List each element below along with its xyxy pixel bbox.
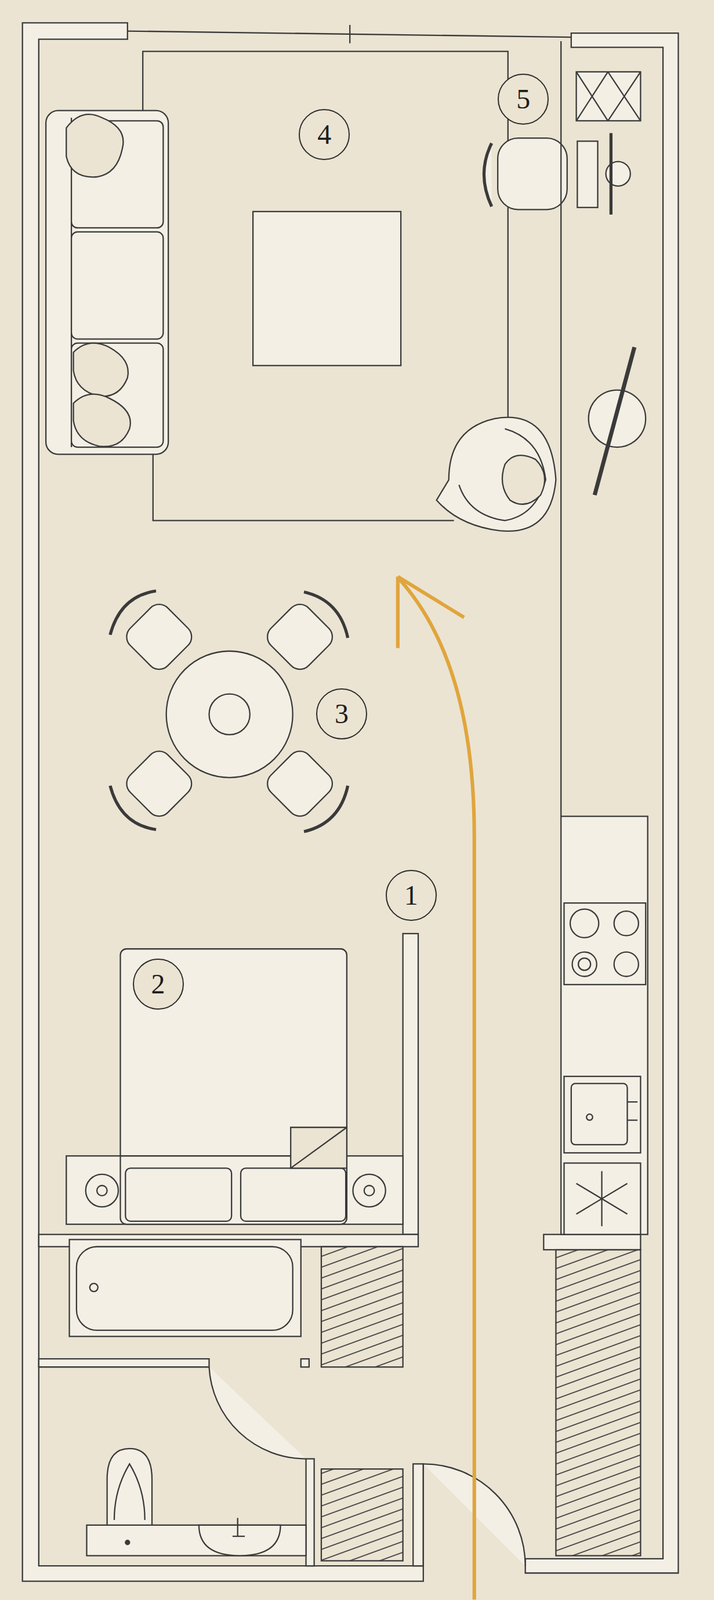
walls — [22, 22, 679, 1582]
callout-number: 3 — [334, 700, 349, 728]
kitchen — [555, 816, 648, 1557]
callout-circle: 2 — [132, 958, 184, 1010]
callout-circle: 5 — [497, 73, 549, 125]
armchair — [436, 417, 557, 532]
rug — [142, 51, 509, 521]
coffee-table — [252, 211, 401, 366]
callout-number: 4 — [317, 120, 332, 149]
dining-set — [110, 591, 349, 832]
console — [560, 41, 646, 817]
callout-circle: 3 — [316, 688, 368, 740]
callout-number: 2 — [151, 970, 166, 999]
callout-number: 5 — [516, 85, 531, 114]
bed — [66, 948, 403, 1225]
callout-circle: 4 — [298, 109, 350, 161]
circulation-arrow — [397, 576, 475, 1600]
sofa — [45, 110, 169, 455]
desk-chair — [483, 138, 567, 210]
bathroom — [69, 1239, 526, 1567]
callout-circle: 1 — [385, 870, 437, 922]
callout-number: 1 — [404, 881, 419, 910]
